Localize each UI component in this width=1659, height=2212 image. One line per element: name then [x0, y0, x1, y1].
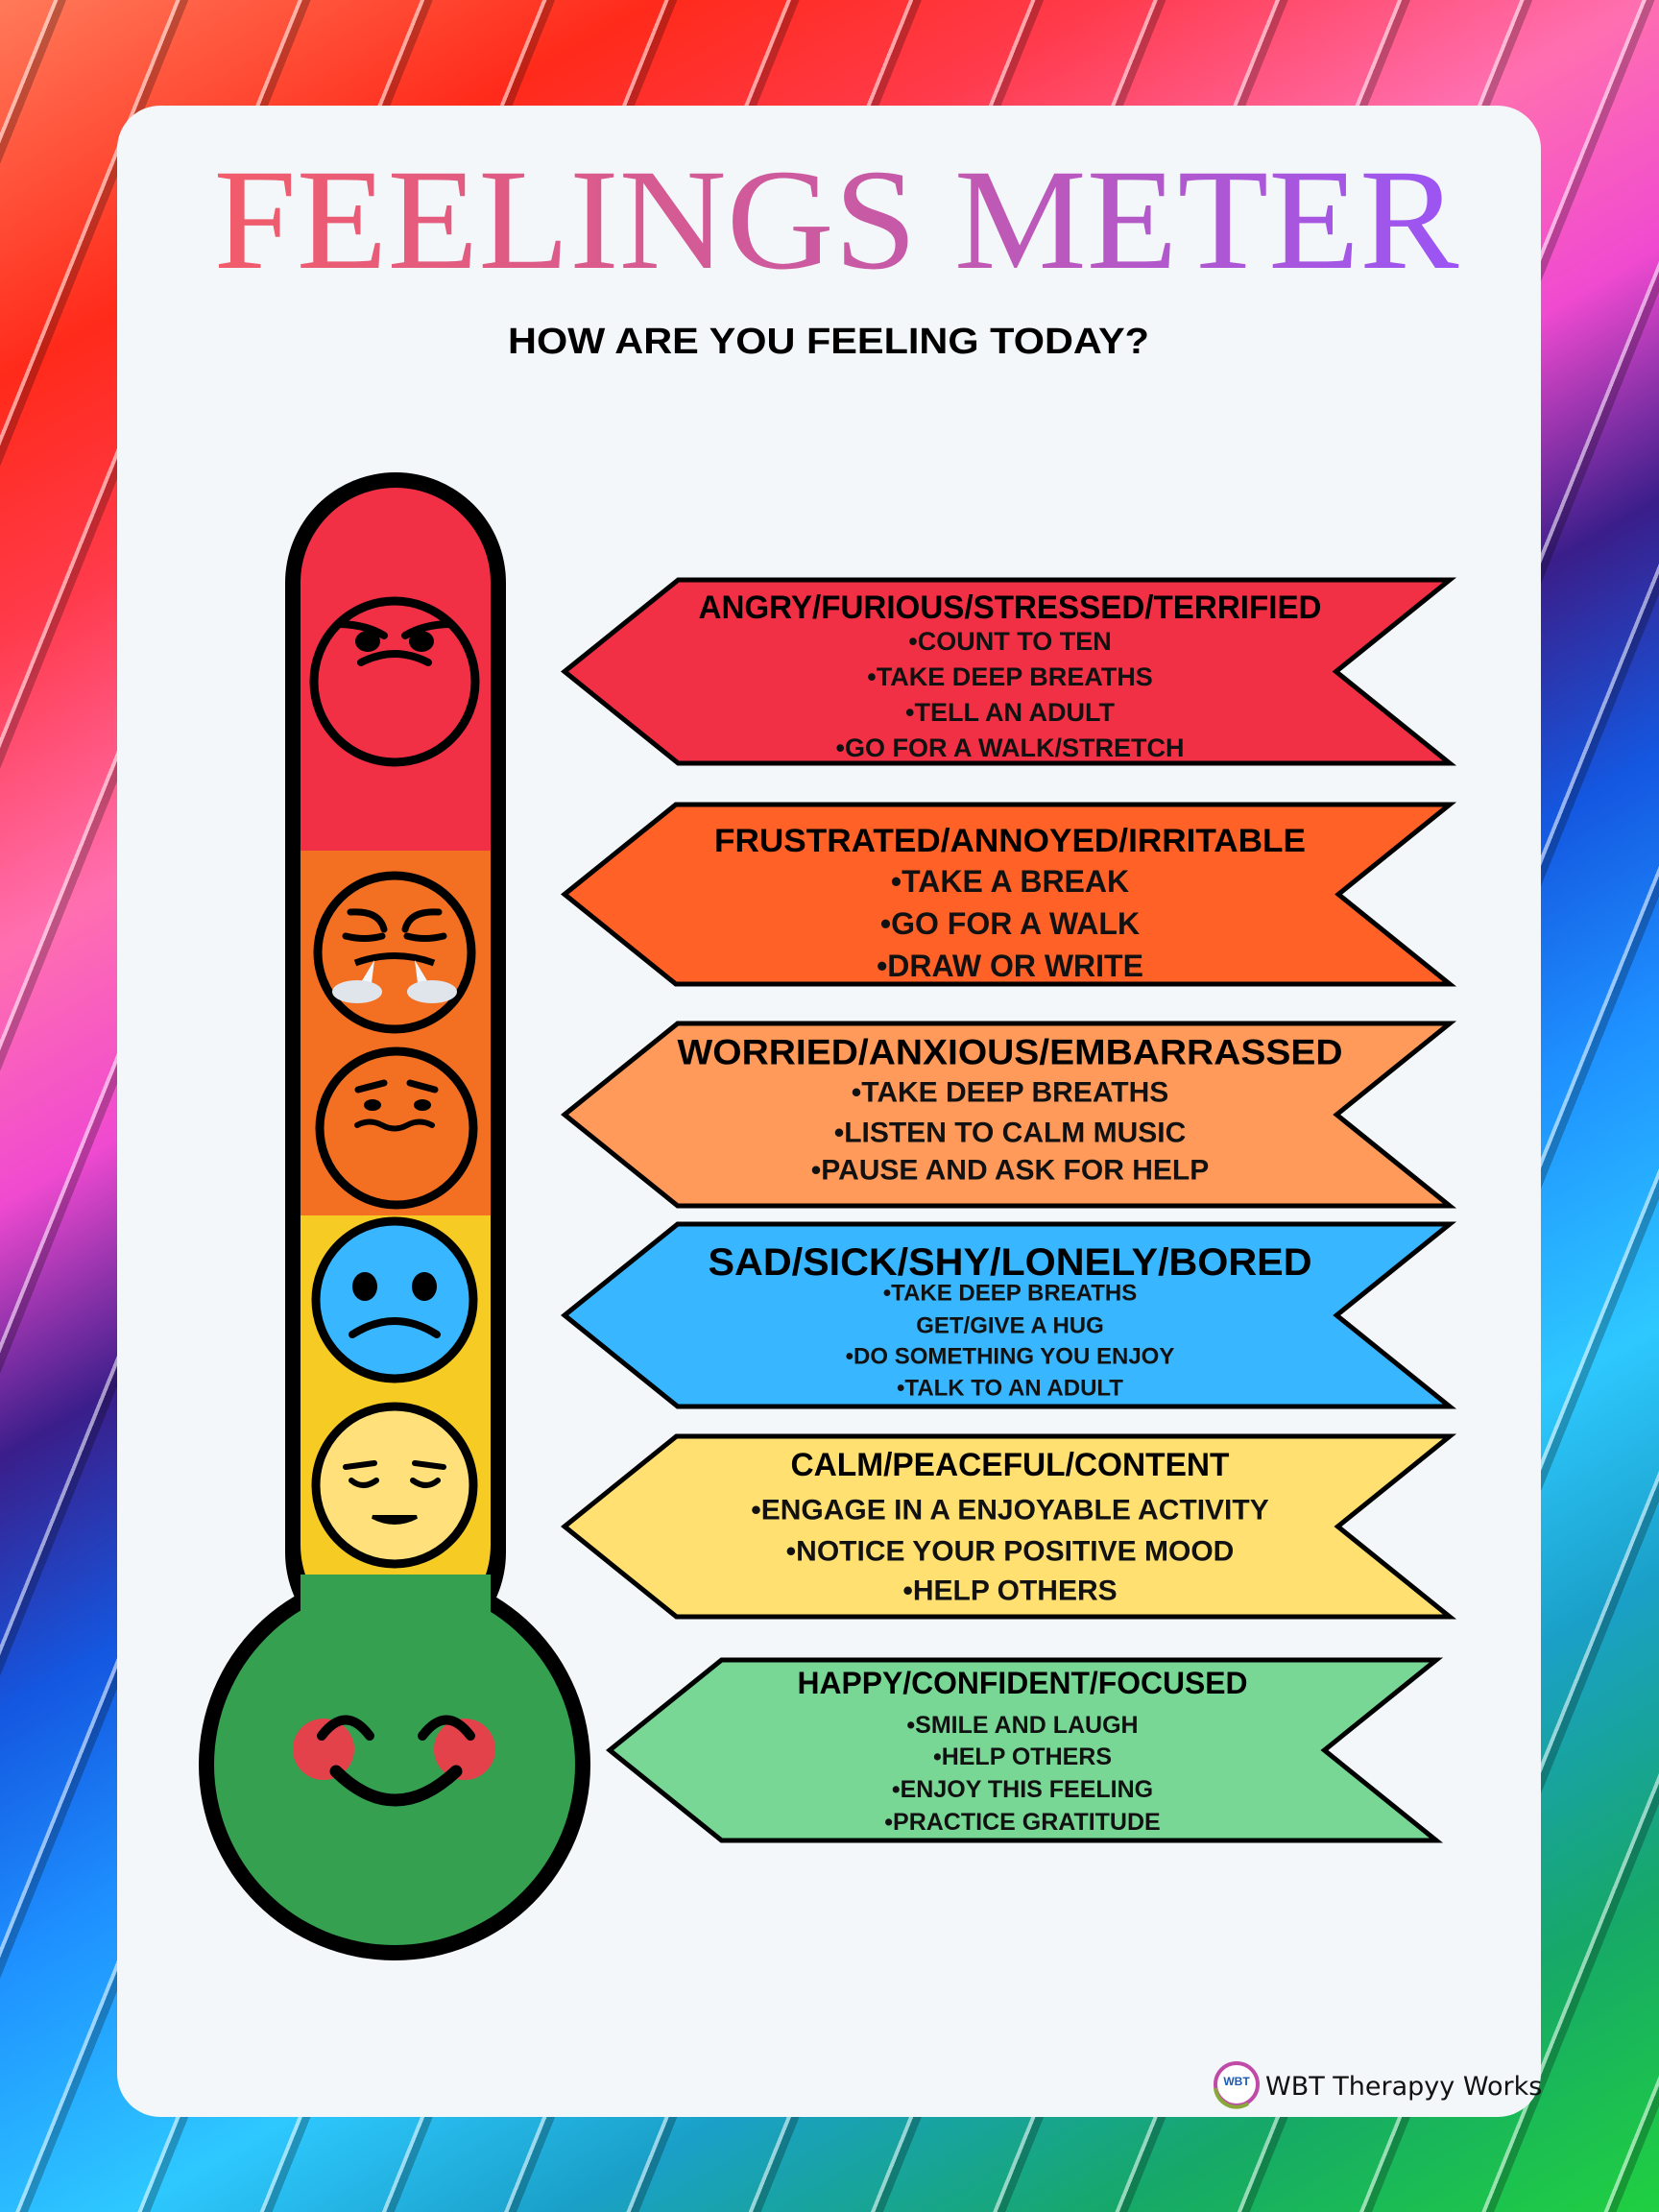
zone-strategy-item: •TAKE DEEP BREATHS	[852, 1077, 1169, 1109]
zone-strategy-item: •TELL AN ADULT	[905, 698, 1115, 727]
zone-heading: ANGRY/FURIOUS/STRESSED/TERRIFIED	[699, 589, 1322, 626]
zone-arrow: ANGRY/FURIOUS/STRESSED/TERRIFIED•COUNT T…	[561, 577, 1457, 766]
zone-strategy-item: •TALK TO AN ADULT	[897, 1376, 1123, 1402]
zone-strategy-item: •HELP OTHERS	[902, 1575, 1117, 1607]
zone-strategy-item: •PAUSE AND ASK FOR HELP	[811, 1155, 1209, 1187]
zone-arrow: WORRIED/ANXIOUS/EMBARRASSED •TAKE DEEP BR…	[561, 1021, 1457, 1209]
relieved-face-icon	[311, 1402, 478, 1569]
arrow-shape	[606, 1657, 1444, 1843]
page-title: FEELINGS METER	[214, 140, 1459, 300]
arrow-shape	[561, 577, 1457, 766]
angry-face-icon	[309, 596, 480, 767]
zone-strategy-item: •COUNT TO TEN	[908, 627, 1111, 656]
brand-name: WBT Therapyy Works	[1265, 2072, 1542, 2102]
zone-strategy-item: •TAKE DEEP BREATHS	[867, 662, 1153, 691]
zone-strategy-item: •TAKE A BREAK	[891, 864, 1129, 899]
sad-face-icon	[311, 1216, 478, 1383]
arrow-shape	[561, 1021, 1457, 1209]
zone-strategy-item: •ENGAGE IN A ENJOYABLE ACTIVITY	[751, 1495, 1268, 1527]
brand-logo: WBT	[1214, 2061, 1260, 2109]
zone-strategy-item: •GO FOR A WALK/STRETCH	[836, 733, 1185, 762]
zone-strategy-item: •DO SOMETHING YOU ENJOY	[846, 1344, 1175, 1370]
arrow-shape	[561, 1221, 1457, 1409]
zone-arrow: HAPPY/CONFIDENT/FOCUSED •SMILE AND LAUGH •…	[606, 1657, 1444, 1843]
arrow-shape	[561, 1433, 1457, 1620]
zone-arrow: FRUSTRATED/ANNOYED/IRRITABLE •TAKE A BREA…	[561, 802, 1457, 987]
arrow-shape	[561, 802, 1457, 987]
zone-strategy-item: •SMILE AND LAUGH	[906, 1712, 1138, 1739]
zone-strategy-item: •NOTICE YOUR POSITIVE MOOD	[786, 1536, 1235, 1568]
thermometer	[199, 472, 590, 1960]
zone-strategy-item: •LISTEN TO CALM MUSIC	[834, 1118, 1187, 1149]
zone-strategy-item: •ENJOY THIS FEELING	[892, 1776, 1153, 1803]
subtitle: HOW ARE YOU FEELING TODAY?	[508, 322, 1149, 362]
zone-strategy-item: •PRACTICE GRATITUDE	[884, 1809, 1160, 1836]
zone-strategy-item: •DRAW OR WRITE	[877, 949, 1143, 983]
steaming-face-icon	[313, 871, 476, 1034]
coping-strategy-arrows: ANGRY/FURIOUS/STRESSED/TERRIFIED•COUNT T…	[561, 577, 1457, 1843]
zone-heading: SAD/SICK/SHY/LONELY/BORED	[709, 1241, 1312, 1284]
zone-strategy-item: •HELP OTHERS	[933, 1743, 1112, 1770]
zone-heading: HAPPY/CONFIDENT/FOCUSED	[798, 1666, 1248, 1700]
worried-face-icon	[315, 1046, 478, 1210]
zone-strategy-item: GET/GIVE A HUG	[916, 1313, 1104, 1339]
zone-arrow: CALM/PEACEFUL/CONTENT •ENGAGE IN A ENJOYA…	[561, 1433, 1457, 1620]
happy-blushing-face-icon	[293, 1715, 495, 1807]
zone-heading: CALM/PEACEFUL/CONTENT	[791, 1447, 1230, 1483]
bulb	[214, 1584, 575, 1945]
zone-arrow: SAD/SICK/SHY/LONELY/BORED•TAKE DEEP BREA…	[561, 1221, 1457, 1409]
zone-heading: WORRIED/ANXIOUS/EMBARRASSED	[678, 1033, 1343, 1072]
zone-strategy-item: •GO FOR A WALK	[880, 906, 1140, 941]
zone-heading: FRUSTRATED/ANNOYED/IRRITABLE	[714, 823, 1306, 859]
zone-strategy-item: •TAKE DEEP BREATHS	[883, 1281, 1137, 1307]
logo-text: WBT	[1223, 2075, 1250, 2088]
